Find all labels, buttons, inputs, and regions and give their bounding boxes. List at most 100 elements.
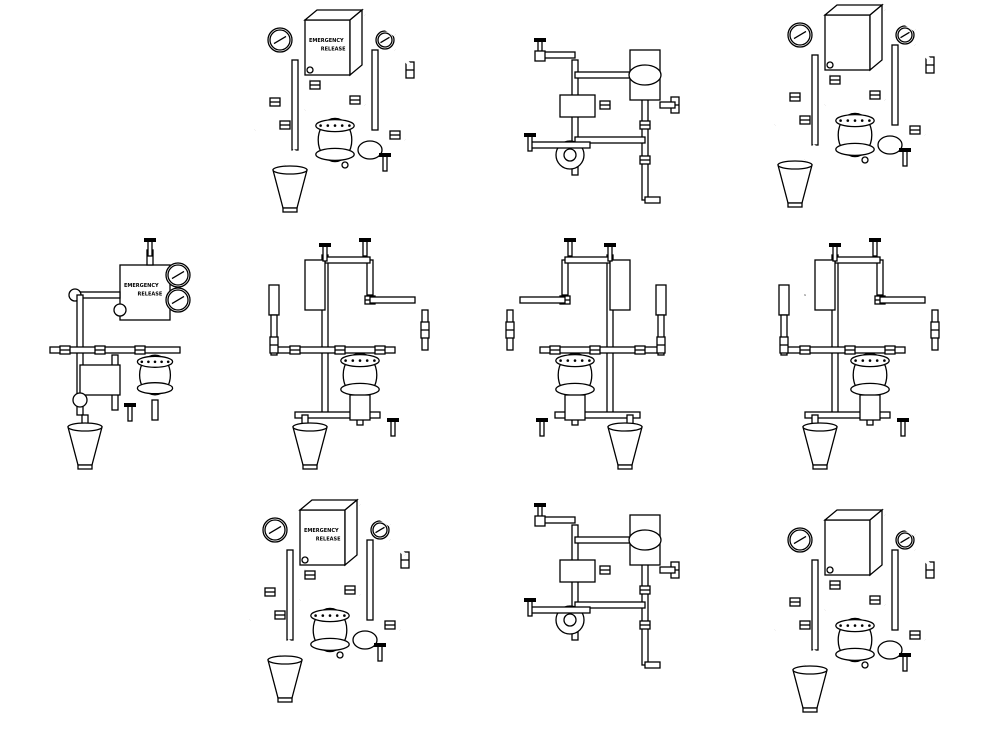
valve-handle: [147, 239, 153, 257]
pipe: [291, 59, 299, 151]
pipe: [393, 48, 412, 67]
air-chamber: [655, 284, 667, 316]
valve-handle: [379, 153, 391, 157]
pipe: [574, 136, 646, 144]
emergency-release-panel: [824, 519, 871, 576]
ball-valve: [357, 140, 383, 160]
panel-label: EMERGENCY: [304, 528, 339, 534]
valve-handle: [899, 653, 911, 657]
valve-flange: [136, 382, 174, 395]
valve-handle: [902, 654, 908, 672]
flange-bolt: [343, 614, 346, 617]
pressure-gauge-icon: [897, 532, 913, 548]
pipe: [278, 639, 292, 656]
valve-flange: [315, 147, 355, 162]
pipe: [803, 649, 817, 666]
pipe: [554, 411, 641, 419]
valve-handle: [604, 243, 616, 247]
valve-handle: [902, 149, 908, 167]
valve-handle: [872, 239, 878, 257]
valve-handle: [534, 38, 546, 42]
pressure-gauge-icon: [897, 27, 913, 43]
pipe: [884, 8, 916, 32]
panel-side: [349, 8, 363, 77]
drain-funnel-rim: [272, 165, 308, 175]
flange-bolt: [365, 359, 369, 362]
gauge-needle: [375, 526, 385, 534]
valve-handle: [124, 403, 136, 407]
flange-bolt: [875, 359, 879, 362]
drain-funnel: [267, 659, 303, 699]
pipe: [270, 314, 278, 356]
pipe: [324, 256, 371, 264]
drain-funnel-base: [302, 464, 318, 470]
accelerator-body: [304, 259, 326, 311]
pipe: [364, 13, 396, 37]
flange-bolt: [860, 119, 864, 122]
pressure-gauge-icon: [789, 24, 811, 46]
pipe: [49, 346, 181, 354]
valve: [534, 50, 546, 62]
pipe: [283, 149, 297, 166]
union-nut: [826, 61, 834, 69]
pipe: [371, 49, 379, 131]
flange-bolt: [566, 359, 570, 362]
emergency-release-panel: [304, 19, 351, 76]
pipe: [913, 43, 932, 62]
drain-funnel-base: [277, 697, 293, 703]
pipe: [519, 296, 566, 304]
valve-flange: [555, 382, 595, 397]
valve-handle: [382, 154, 388, 172]
flange-bolt: [868, 624, 871, 627]
valve-handle: [607, 244, 613, 262]
valve-handle: [899, 148, 911, 152]
valve-flange: [850, 382, 890, 397]
pipe: [876, 259, 884, 296]
valve-handle: [567, 239, 573, 257]
pipe: [269, 78, 311, 102]
isometric-view-bottom-right: [774, 508, 935, 713]
pressure-gauge-icon: [167, 289, 189, 311]
valve-handle: [527, 134, 533, 152]
pipe: [388, 538, 407, 557]
drain-funnel-rim: [792, 665, 828, 675]
pipe: [780, 314, 788, 356]
drain-funnel: [777, 164, 813, 204]
flange-bolt: [147, 360, 150, 364]
pipe: [79, 291, 121, 299]
valve-handle: [390, 419, 396, 437]
valve-handle: [564, 238, 576, 242]
valve-handle: [524, 598, 536, 602]
panel-side: [344, 498, 358, 567]
valve-flange: [340, 382, 380, 397]
pressure-gauge-icon: [264, 519, 286, 541]
gauge-needle: [793, 535, 807, 545]
pipe: [151, 399, 159, 421]
flange-bolt: [166, 360, 170, 364]
flange-bolt: [348, 124, 351, 127]
pressure-gauge-icon: [789, 529, 811, 551]
flange-bolt: [860, 624, 864, 627]
drain-funnel-rim: [292, 422, 328, 432]
valve-handle: [319, 243, 331, 247]
drain-funnel-rim: [777, 160, 813, 170]
flange-bolt: [335, 614, 339, 617]
gauge-needle: [900, 31, 910, 39]
pipe: [529, 141, 591, 149]
pipe: [659, 101, 676, 109]
valve: [534, 515, 546, 527]
pipe: [264, 568, 306, 592]
valve-handle: [539, 419, 545, 437]
flange-bolt: [868, 119, 871, 122]
panel-label: EMERGENCY: [124, 283, 159, 289]
panel-label: RELEASE: [316, 536, 341, 542]
air-chamber: [268, 284, 280, 316]
drain-funnel: [792, 669, 828, 709]
flange-bolt: [580, 359, 584, 362]
valve-handle: [527, 599, 533, 617]
pipe: [644, 661, 661, 669]
gauge-needle: [171, 270, 185, 280]
emergency-release-panel: [119, 264, 171, 321]
